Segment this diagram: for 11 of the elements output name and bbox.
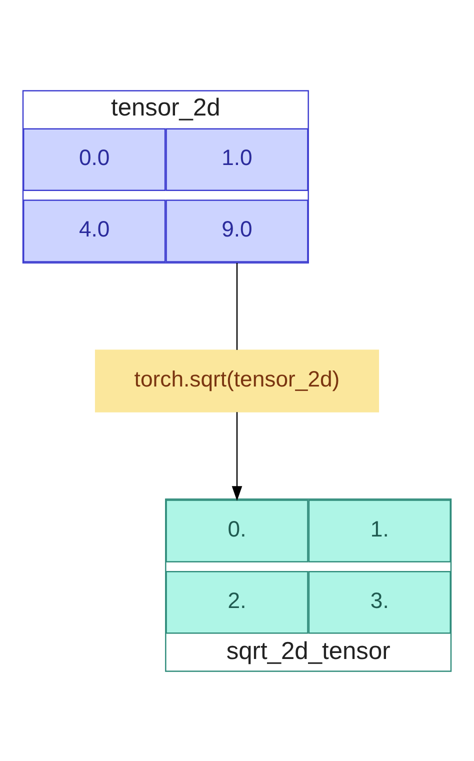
node-box: 1.0 (166, 128, 308, 190)
node-box: 3. (308, 570, 451, 634)
node-box: 1. (308, 499, 451, 562)
connector (236, 262, 238, 350)
node-box: 4.0 (23, 199, 166, 262)
node-box: 0.0 (23, 128, 166, 190)
node-box: 2. (166, 570, 308, 634)
node-box: 0. (166, 499, 308, 562)
node-box: torch.sqrt(tensor_2d) (94, 349, 380, 412)
arrow (232, 412, 242, 500)
node-box: 9.0 (166, 199, 308, 262)
